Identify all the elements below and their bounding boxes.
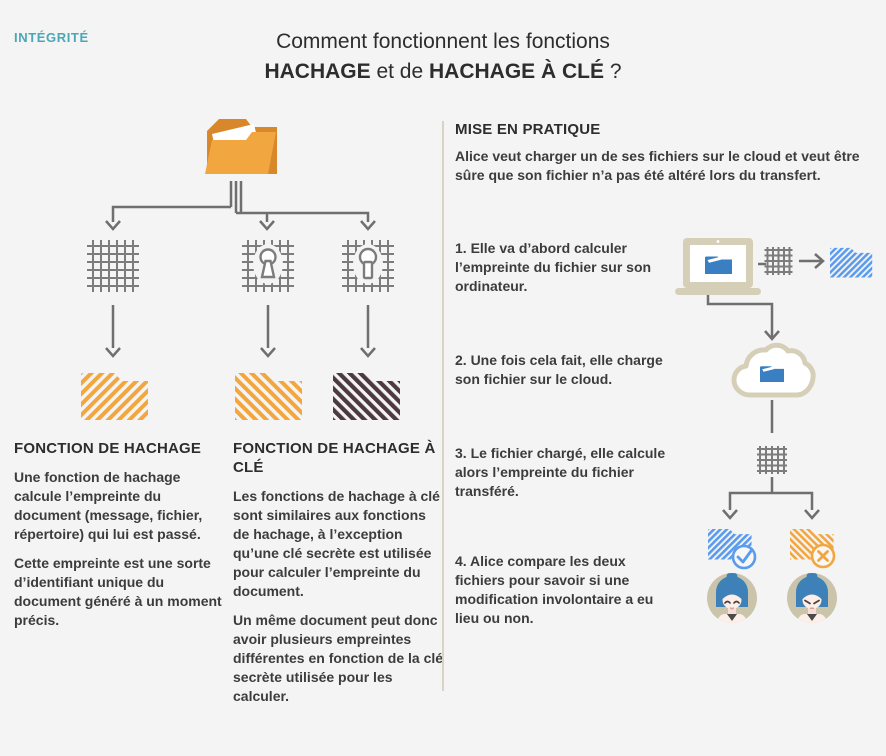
blue-folder-icon [760, 366, 784, 382]
hatched-folder-blue-icon [830, 247, 873, 278]
hatched-folder-orange-icon-2 [235, 373, 302, 420]
folder-icon [205, 119, 277, 174]
hash-function-para1: Une fonction de hachage calcule l’emprei… [14, 469, 203, 542]
hatched-folder-orange-icon [81, 373, 148, 420]
keyed-hash-function-heading: FONCTION DE HACHAGE À CLÉ [233, 440, 436, 476]
title-line1: Comment fonctionnent les fonctions [276, 30, 610, 53]
step-1: 1. Elle va d’abord calculer l’empreinte … [455, 240, 652, 294]
hash-grid-keyhole-icon [242, 240, 294, 292]
branch-connector-lines [105, 181, 376, 231]
step-3: 3. Le fichier chargé, elle calcule alors… [455, 445, 666, 499]
title-line2: HACHAGE et de HACHAGE À CLÉ ? [120, 57, 766, 87]
hash-function-block: FONCTION DE HACHAGE Une fonction de hach… [14, 439, 222, 630]
laptop-to-cloud-connector [706, 295, 780, 341]
hash-grid-small-icon [764, 247, 793, 275]
hash-grid-keyhole-icon-2 [342, 240, 394, 292]
title-end: ? [604, 60, 622, 83]
compare-branch-connector [722, 477, 820, 520]
title-bold-hachage: HACHAGE [264, 60, 371, 83]
keyed-hash-function-para1: Les fonctions de hachage à clé sont simi… [233, 488, 440, 599]
hash-grid-small-icon-2 [757, 446, 787, 474]
page-title: Comment fonctionnent les fonctions HACHA… [120, 27, 766, 87]
practice-intro: Alice veut charger un de ses fichiers su… [455, 147, 869, 185]
title-mid: et de [370, 60, 430, 83]
hash-function-heading: FONCTION DE HACHAGE [14, 440, 202, 457]
hash-function-para2: Cette empreinte est une sorte d’identifi… [14, 555, 222, 628]
blue-folder-icon [705, 256, 732, 274]
keyed-hash-function-para2: Un même document peut donc avoir plusieu… [233, 612, 444, 704]
happy-woman-avatar [707, 573, 757, 623]
cloud-icon [731, 342, 816, 398]
step-4: 4. Alice compare les deux fichiers pour … [455, 553, 654, 626]
vertical-divider [442, 121, 444, 691]
check-badge-icon [731, 544, 757, 570]
laptop-icon [675, 238, 761, 295]
arrow-right-icon [799, 253, 825, 269]
cross-badge-icon [810, 543, 836, 569]
practice-block: MISE EN PRATIQUE [455, 120, 865, 149]
keyed-hash-function-block: FONCTION DE HACHAGE À CLÉ Les fonctions … [233, 439, 445, 706]
practice-diagram [675, 238, 873, 623]
category-label: INTÉGRITÉ [14, 30, 89, 45]
title-bold-hachage-a-cle: HACHAGE À CLÉ [429, 60, 605, 83]
step-2: 2. Une fois cela fait, elle charge son f… [455, 352, 663, 387]
practice-heading: MISE EN PRATIQUE [455, 121, 601, 138]
upset-woman-avatar [787, 573, 837, 623]
hash-functions-diagram [81, 119, 400, 420]
hash-grid-icon [87, 240, 139, 292]
hatched-folder-dark-icon [333, 373, 400, 420]
practice-intro-text: Alice veut charger un de ses fichiers su… [455, 148, 860, 183]
arrow-down-icons [105, 305, 376, 358]
